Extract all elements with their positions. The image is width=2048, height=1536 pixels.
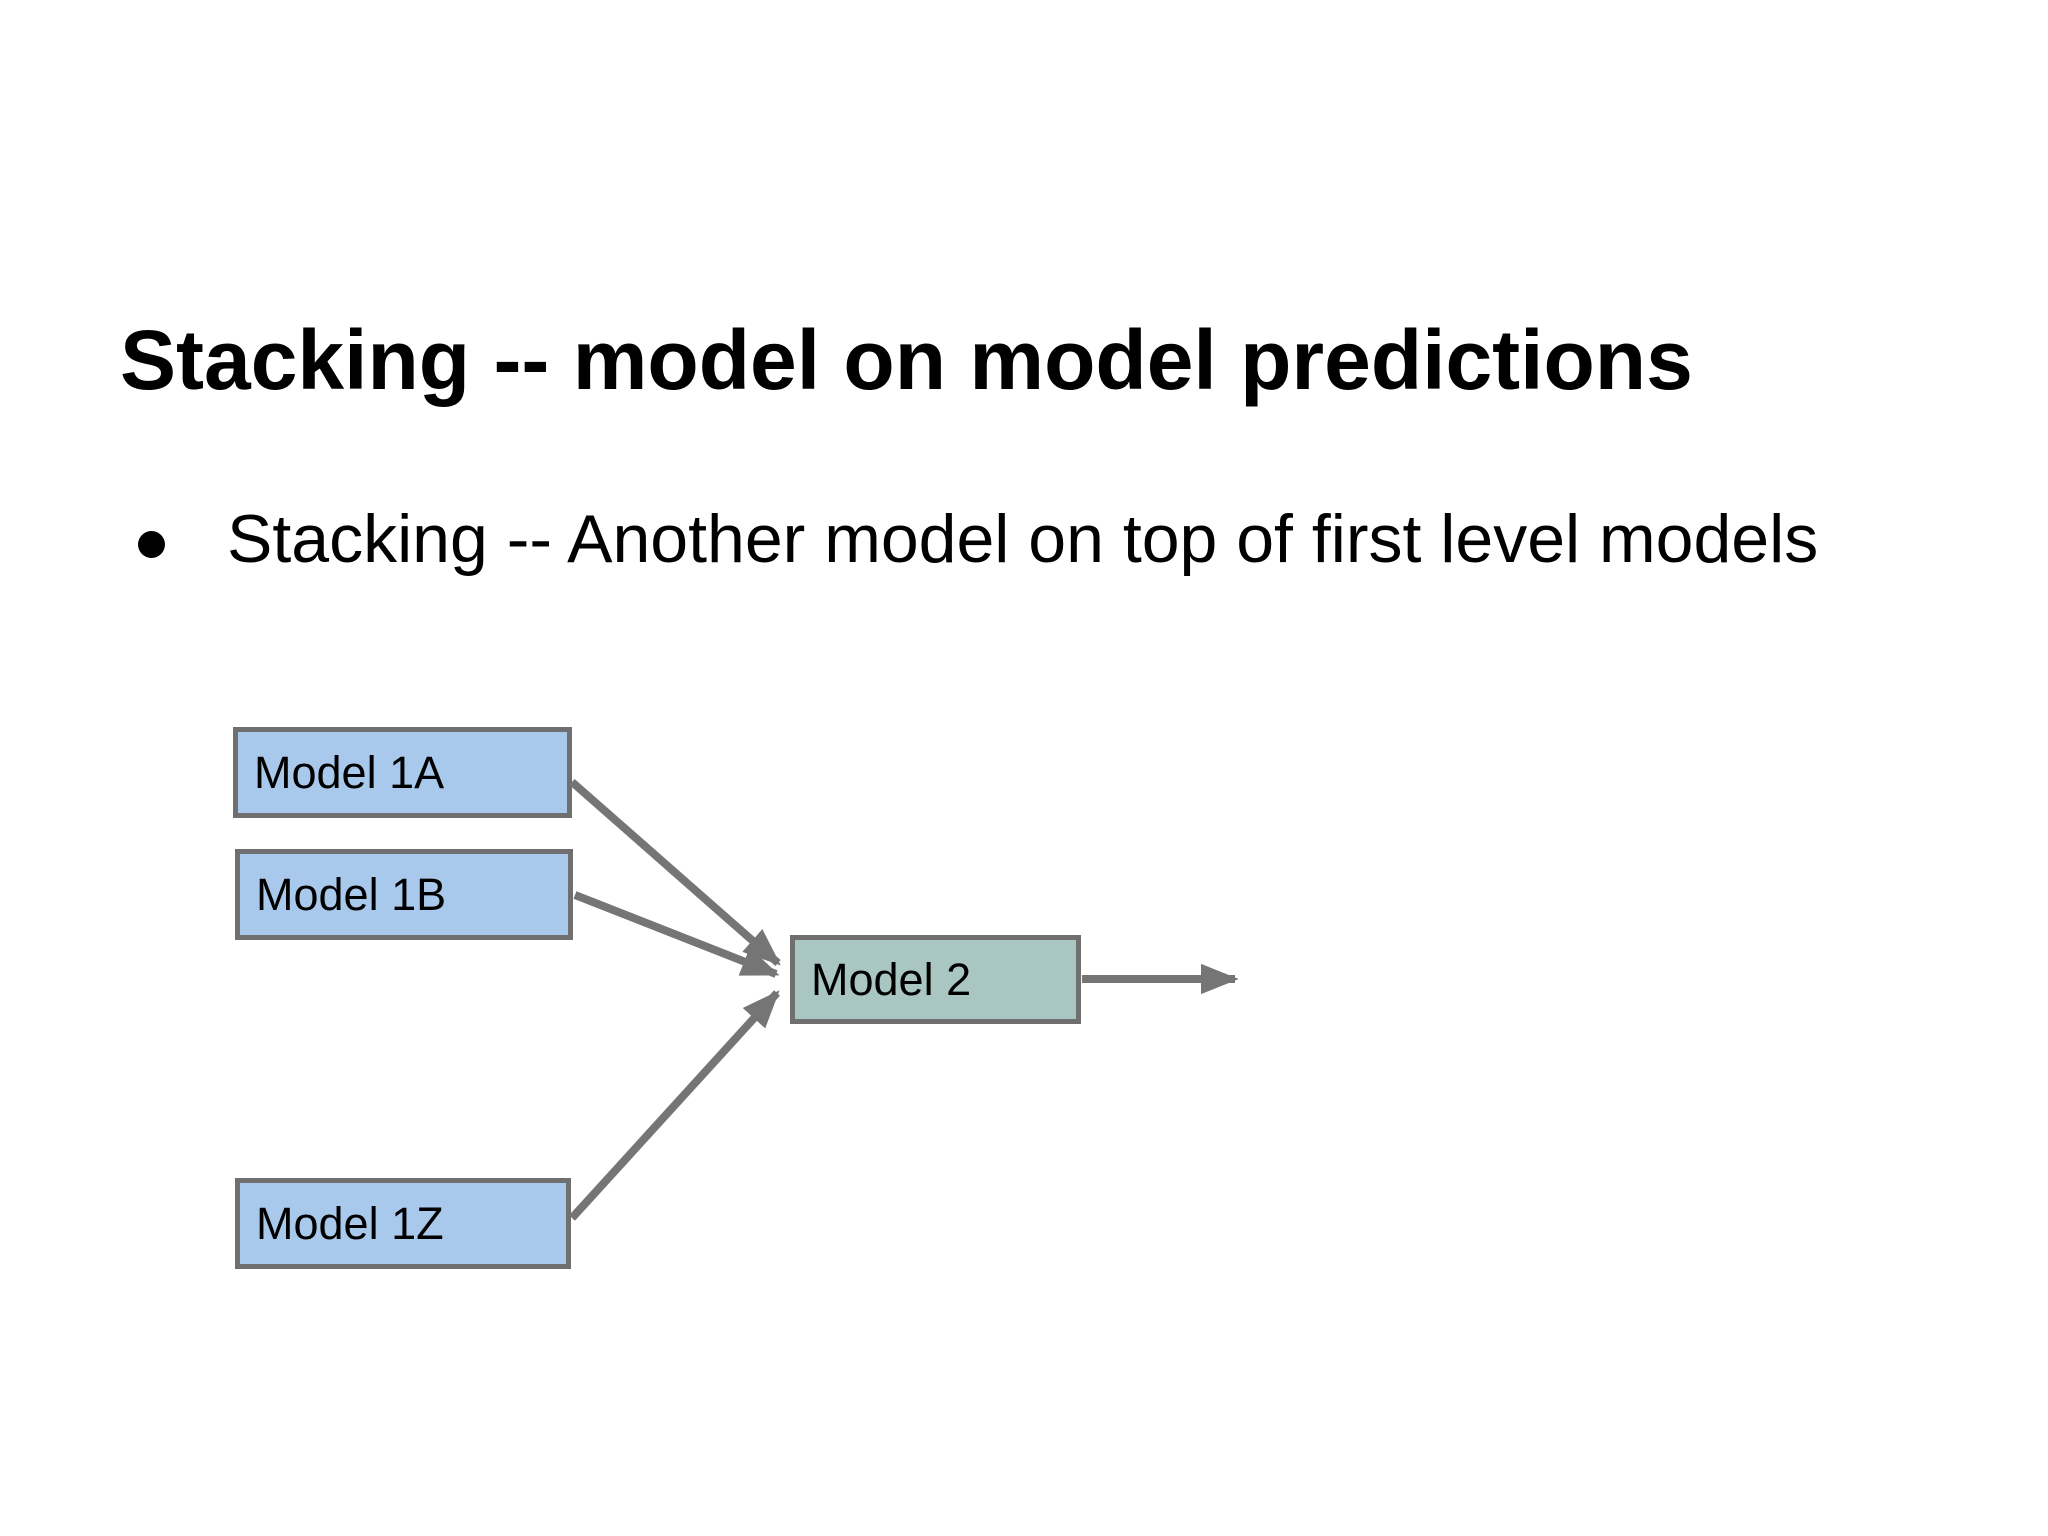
node-model-1b-label: Model 1B (256, 869, 447, 920)
arrow-model-1a-to-model-2 (569, 778, 781, 967)
node-model-1b: Model 1B (235, 849, 573, 940)
arrow-model-1z-to-model-2 (569, 990, 780, 1221)
node-model-1z: Model 1Z (235, 1178, 571, 1269)
arrow-model-1b-to-model-2 (573, 891, 780, 978)
node-model-1a: Model 1A (233, 727, 572, 818)
bullet-item: Stacking -- Another model on top of firs… (138, 505, 1818, 573)
node-model-2-label: Model 2 (811, 954, 972, 1005)
node-model-1z-label: Model 1Z (256, 1198, 444, 1249)
bullet-icon (138, 531, 165, 558)
bullet-text: Stacking -- Another model on top of firs… (227, 501, 1819, 577)
node-model-2: Model 2 (790, 935, 1081, 1024)
slide-title: Stacking -- model on model predictions (120, 313, 1693, 407)
node-model-1a-label: Model 1A (254, 747, 445, 798)
